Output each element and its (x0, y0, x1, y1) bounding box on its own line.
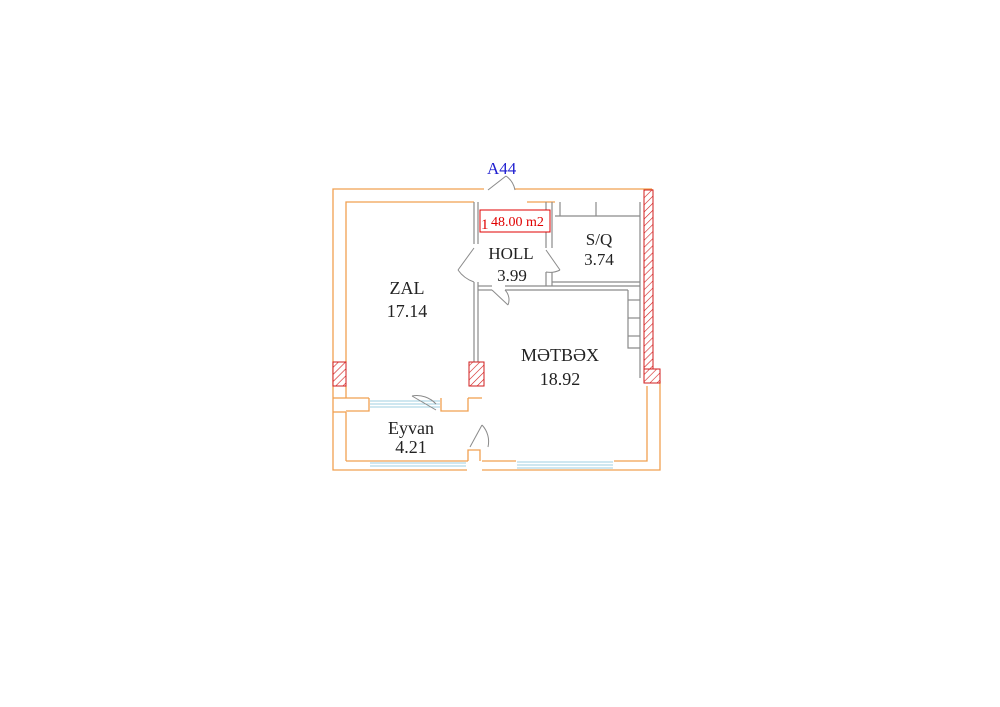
room-sq-name: S/Q (586, 230, 612, 249)
room-metbex-area: 18.92 (540, 369, 581, 389)
room-sq-area: 3.74 (584, 250, 614, 269)
total-area-box: 1 48.00 m2 (479, 209, 551, 233)
door-swing-icon (411, 175, 561, 448)
column-hatch-icon (332, 189, 661, 387)
window-icon (370, 400, 613, 469)
apartment-number: 1 (481, 217, 489, 233)
outer-walls (332, 188, 661, 471)
total-area-label: 48.00 m2 (491, 215, 544, 230)
room-eyvan-name: Eyvan (388, 418, 434, 438)
room-metbex-name: MƏTBƏX (521, 345, 599, 365)
room-eyvan-area: 4.21 (395, 437, 427, 457)
room-holl-name: HOLL (488, 244, 533, 263)
room-zal-name: ZAL (390, 278, 425, 298)
inner-walls (473, 202, 641, 378)
unit-code: A44 (487, 159, 517, 178)
room-zal-area: 17.14 (387, 301, 428, 321)
room-holl-area: 3.99 (497, 266, 527, 285)
